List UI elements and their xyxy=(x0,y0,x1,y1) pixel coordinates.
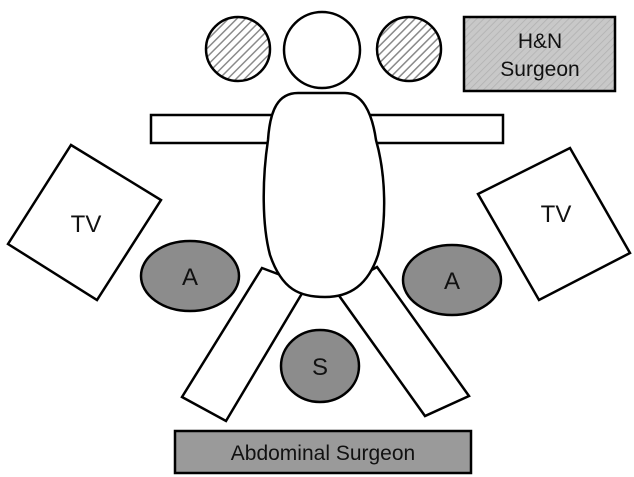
torso xyxy=(264,93,384,297)
assistant-left-label: A xyxy=(182,264,198,291)
left-arm xyxy=(151,115,279,143)
assistant-left: A xyxy=(141,241,239,311)
abdominal-surgeon-box: Abdominal Surgeon xyxy=(175,431,471,473)
tv-left: TV xyxy=(8,145,161,300)
tv-right-label: TV xyxy=(541,201,572,228)
abdominal-surgeon-label: Abdominal Surgeon xyxy=(231,442,415,465)
hatched-circle-right xyxy=(377,17,441,81)
hn-surgeon-label-line2: Surgeon xyxy=(500,58,579,81)
scrub-label: S xyxy=(312,354,328,381)
scrub: S xyxy=(281,330,359,402)
hatched-circle-left xyxy=(206,17,270,81)
assistant-right-label: A xyxy=(444,268,460,295)
hn-surgeon-box: H&N Surgeon xyxy=(464,17,615,91)
tv-left-label: TV xyxy=(71,211,102,238)
right-arm xyxy=(360,115,503,143)
assistant-right: A xyxy=(403,245,501,315)
head xyxy=(284,12,360,88)
hn-surgeon-label-line1: H&N xyxy=(518,30,562,53)
